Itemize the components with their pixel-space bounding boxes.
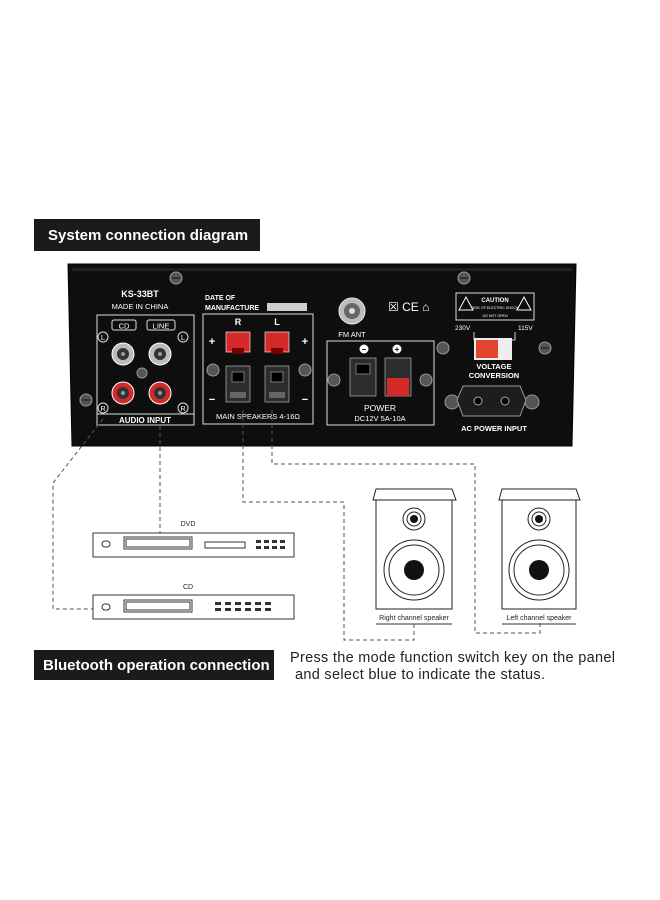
plus-mark: + bbox=[395, 345, 400, 354]
230v-label: 230V bbox=[455, 325, 471, 332]
voltage-label: VOLTAGE bbox=[476, 362, 511, 371]
dc-terminal-black-icon[interactable] bbox=[349, 357, 377, 397]
power-label: POWER bbox=[364, 403, 396, 413]
instruction-line-2: and select blue to indicate the status. bbox=[295, 667, 546, 683]
cd-player-icon bbox=[92, 594, 295, 620]
amplifier-rear-panel: KS-33BT MADE IN CHINA DATE OF MANUFACTUR… bbox=[67, 263, 577, 447]
speaker-terminal-red-icon[interactable] bbox=[264, 331, 290, 354]
speaker-r-label: R bbox=[235, 317, 242, 327]
right-speaker-icon bbox=[372, 488, 457, 610]
rca-jack-white-icon[interactable] bbox=[148, 342, 172, 366]
model-label: KS-33BT bbox=[121, 289, 159, 299]
made-in-label: MADE IN CHINA bbox=[112, 302, 169, 311]
caution-label: CAUTION RISK OF ELECTRIC SHOCK DO NOT OP… bbox=[455, 292, 535, 321]
line-input-label: LINE bbox=[153, 322, 170, 331]
right-speaker-wire bbox=[242, 410, 415, 641]
rca-jack-red-icon[interactable] bbox=[111, 381, 135, 405]
right-speaker-label: Right channel speaker bbox=[379, 615, 449, 622]
connection-wires bbox=[52, 410, 541, 641]
left-speaker-label: Left channel speaker bbox=[507, 615, 573, 622]
audio-input-label: AUDIO INPUT bbox=[119, 416, 171, 425]
fm-ant-label: FM ANT bbox=[338, 330, 366, 339]
minus-mark: − bbox=[362, 345, 367, 354]
conversion-label: CONVERSION bbox=[469, 371, 519, 380]
svg-text:RISK OF ELECTRIC SHOCK: RISK OF ELECTRIC SHOCK bbox=[472, 306, 520, 310]
dvd-label: DVD bbox=[181, 521, 196, 528]
speaker-terminal-black-icon[interactable] bbox=[264, 365, 290, 403]
ac-power-label: AC POWER INPUT bbox=[461, 424, 527, 433]
left-mark: L bbox=[101, 335, 105, 342]
left-speaker-icon bbox=[498, 488, 581, 610]
main-speakers-label: MAIN SPEAKERS 4-16Ω bbox=[216, 412, 300, 421]
voltage-switch-toggle[interactable] bbox=[476, 340, 498, 358]
minus-mark: − bbox=[209, 394, 215, 406]
date-label: DATE OF bbox=[205, 295, 236, 302]
cd-wire bbox=[52, 418, 104, 610]
rca-jack-white-icon[interactable] bbox=[111, 342, 135, 366]
cd-label: CD bbox=[183, 584, 193, 591]
certification-marks-icon: ☒ CE ⌂ bbox=[388, 300, 429, 314]
ac-power-socket-icon[interactable] bbox=[456, 385, 527, 417]
speaker-terminal-red-icon[interactable] bbox=[225, 331, 251, 354]
115v-label: 115V bbox=[518, 325, 533, 332]
svg-text:CAUTION: CAUTION bbox=[481, 298, 508, 304]
left-mark: L bbox=[181, 335, 185, 342]
speaker-terminal-black-icon[interactable] bbox=[225, 365, 251, 403]
cd-input-label: CD bbox=[119, 322, 130, 331]
dc-power-frame bbox=[326, 340, 435, 426]
minus-mark: − bbox=[302, 394, 308, 406]
svg-text:DO NOT OPEN: DO NOT OPEN bbox=[482, 314, 507, 318]
dc-terminal-red-icon[interactable] bbox=[384, 357, 412, 397]
audio-input-frame bbox=[96, 314, 195, 426]
power-spec-label: DC12V 5A-10A bbox=[354, 414, 405, 423]
speaker-l-label: L bbox=[274, 317, 280, 327]
dvd-player-icon bbox=[92, 532, 295, 558]
instruction-line-1: Press the mode function switch key on th… bbox=[290, 650, 616, 666]
date-sticker bbox=[267, 303, 307, 311]
rca-jack-red-icon[interactable] bbox=[148, 381, 172, 405]
right-mark: R bbox=[100, 406, 105, 413]
right-mark: R bbox=[180, 406, 185, 413]
fm-antenna-jack-icon[interactable] bbox=[338, 297, 366, 325]
panel-screw-icon bbox=[79, 271, 552, 410]
manufacture-label: MANUFACTURE bbox=[205, 305, 259, 312]
bluetooth-connection-title: Bluetooth operation connection bbox=[34, 650, 274, 680]
left-speaker-wire bbox=[271, 410, 541, 634]
speaker-terminal-frame bbox=[202, 313, 314, 425]
plus-mark: + bbox=[209, 336, 215, 348]
plus-mark: + bbox=[302, 336, 308, 348]
system-connection-title: System connection diagram bbox=[34, 219, 260, 251]
